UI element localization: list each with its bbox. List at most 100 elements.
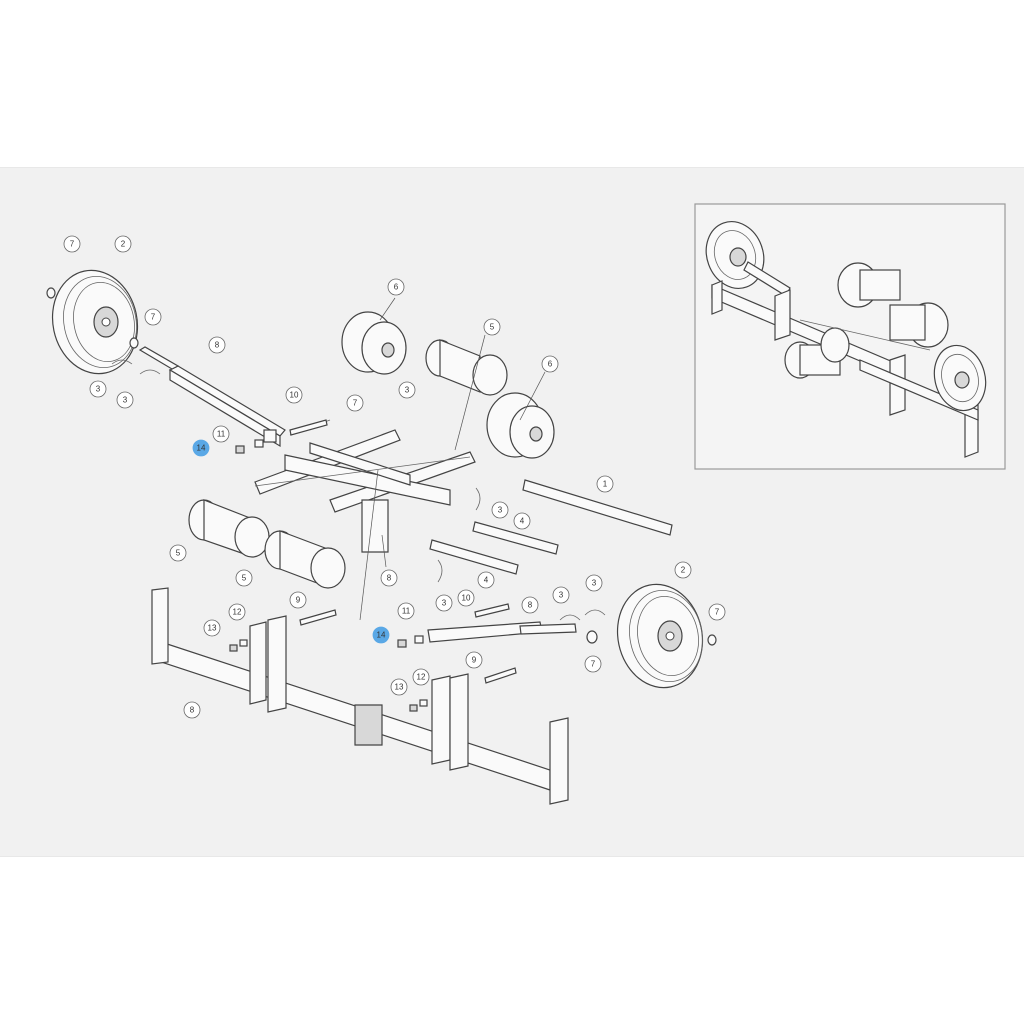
- callout-bubble: [228, 603, 246, 621]
- callout-3: 3: [491, 501, 509, 519]
- callout-bubble: [513, 512, 531, 530]
- callout-label: 11: [402, 607, 411, 616]
- bolt-9-right: [484, 667, 517, 684]
- callout-11: 11: [212, 425, 230, 443]
- roller-5-left-b: [264, 530, 346, 589]
- callout-label: 7: [70, 240, 75, 249]
- callout-7: 7: [144, 308, 162, 326]
- callout-bubble: [552, 586, 570, 604]
- callout-12: 12: [412, 668, 430, 686]
- callout-label: 8: [528, 601, 533, 610]
- callout-label: 10: [290, 391, 299, 400]
- callout-label: 3: [123, 396, 128, 405]
- left-arm: [168, 365, 286, 437]
- callout-label: 7: [715, 608, 720, 617]
- callout-7: 7: [63, 235, 81, 253]
- roller-5-left-a: [188, 499, 270, 558]
- callout-2: 2: [674, 561, 692, 579]
- callout-3: 3: [552, 586, 570, 604]
- callout-bubble: [346, 394, 364, 412]
- callout-label: 3: [592, 579, 597, 588]
- callout-bubble: [63, 235, 81, 253]
- callout-bubble: [89, 380, 107, 398]
- callout-bubble: [387, 278, 405, 296]
- callout-label: 3: [498, 506, 503, 515]
- callout-8: 8: [380, 569, 398, 587]
- callout-bubble: [457, 589, 475, 607]
- callout-bubble: [192, 439, 210, 457]
- callout-bubble: [708, 603, 726, 621]
- pin-4-lower: [429, 539, 519, 575]
- callout-bubble: [285, 386, 303, 404]
- callout-3: 3: [585, 574, 603, 592]
- callout-bubble: [114, 235, 132, 253]
- callout-5: 5: [169, 544, 187, 562]
- callout-label: 2: [121, 240, 126, 249]
- callout-bubble: [541, 355, 559, 373]
- callout-1: 1: [596, 475, 614, 493]
- callout-label: 9: [296, 596, 301, 605]
- callout-label: 6: [548, 360, 553, 369]
- bolt-10-top: [289, 419, 328, 436]
- callout-bubble: [390, 678, 408, 696]
- callout-label: 4: [520, 517, 525, 526]
- callout-bubble: [596, 475, 614, 493]
- callout-bubble: [412, 668, 430, 686]
- callout-bubble: [491, 501, 509, 519]
- callout-14: 14: [192, 439, 210, 457]
- callout-5: 5: [483, 318, 501, 336]
- callout-5: 5: [235, 569, 253, 587]
- callout-3: 3: [435, 594, 453, 612]
- callout-label: 8: [387, 574, 392, 583]
- callout-bubble: [144, 308, 162, 326]
- callout-4: 4: [477, 571, 495, 589]
- right-wheel: [616, 583, 704, 689]
- callout-label: 3: [405, 386, 410, 395]
- roller-6-right: [486, 392, 555, 459]
- assembled-view-inset: [694, 203, 1006, 470]
- callout-label: 14: [377, 631, 386, 640]
- pin-1: [522, 479, 673, 536]
- callout-bubble: [674, 561, 692, 579]
- callout-bubble: [584, 655, 602, 673]
- callout-label: 3: [96, 385, 101, 394]
- callout-bubble: [398, 381, 416, 399]
- callout-label: 11: [217, 430, 226, 439]
- callout-label: 8: [215, 341, 220, 350]
- callout-label: 7: [591, 660, 596, 669]
- callout-6: 6: [387, 278, 405, 296]
- callout-bubble: [203, 619, 221, 637]
- callout-bubble: [183, 701, 201, 719]
- callout-label: 12: [233, 608, 242, 617]
- callout-3: 3: [116, 391, 134, 409]
- callout-9: 9: [289, 591, 307, 609]
- callout-bubble: [372, 626, 390, 644]
- callout-bubble: [235, 569, 253, 587]
- callout-bubble: [435, 594, 453, 612]
- callout-3: 3: [398, 381, 416, 399]
- callout-label: 14: [197, 444, 206, 453]
- callout-bubble: [585, 574, 603, 592]
- callout-label: 2: [681, 566, 686, 575]
- callout-10: 10: [457, 589, 475, 607]
- callout-8: 8: [521, 596, 539, 614]
- callout-8: 8: [183, 701, 201, 719]
- callout-bubble: [289, 591, 307, 609]
- callout-label: 3: [559, 591, 564, 600]
- callout-label: 12: [417, 673, 426, 682]
- callout-label: 5: [242, 574, 247, 583]
- callout-bubble: [397, 602, 415, 620]
- callout-label: 9: [472, 656, 477, 665]
- callout-label: 6: [394, 283, 399, 292]
- callout-bubble: [212, 425, 230, 443]
- pin-4-upper: [472, 521, 559, 555]
- callout-label: 5: [176, 549, 181, 558]
- callout-12: 12: [228, 603, 246, 621]
- callout-label: 3: [442, 599, 447, 608]
- callout-label: 1: [603, 480, 608, 489]
- callout-9: 9: [465, 651, 483, 669]
- callout-13: 13: [390, 678, 408, 696]
- callout-label: 13: [395, 683, 404, 692]
